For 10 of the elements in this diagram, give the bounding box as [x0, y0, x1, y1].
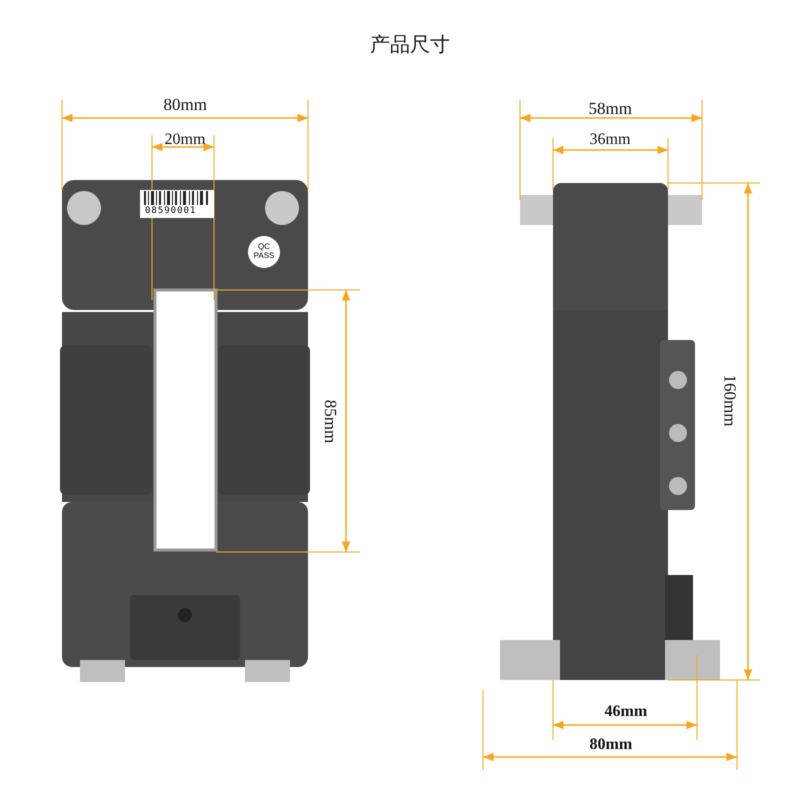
title: 产品尺寸 — [370, 35, 450, 55]
dimension-label: 36mm — [590, 132, 630, 148]
serial-number: 08590001 — [145, 206, 196, 216]
dimension-label: 20mm — [164, 132, 206, 148]
dimension-label: 85mm — [322, 399, 339, 443]
dimension-label: 80mm — [590, 737, 632, 753]
dimension-label: 160mm — [721, 374, 738, 426]
dimension-label: 58mm — [588, 100, 632, 116]
dimension-label: 46mm — [604, 704, 648, 720]
dimension-label: 80mm — [164, 96, 207, 112]
